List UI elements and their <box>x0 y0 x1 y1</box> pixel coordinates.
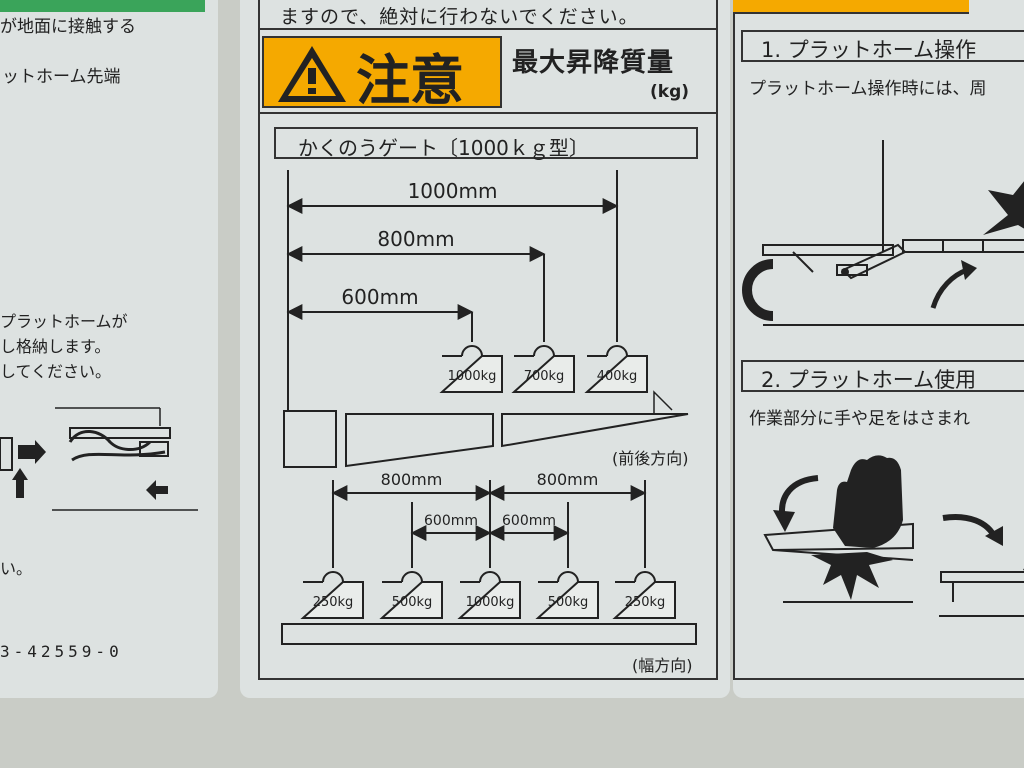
fb-dimension-2-label: 600mm <box>341 285 418 309</box>
fb-platform-block <box>283 410 337 468</box>
w-weight-4-label: 250kg <box>625 595 666 610</box>
fb-weight-2-body <box>584 355 648 393</box>
fb-platform-lip <box>653 390 673 414</box>
w-dimension-0-label: 800mm <box>381 470 443 489</box>
w-weight-0-knob <box>322 571 344 583</box>
w-weight-0-label: 250kg <box>313 595 354 610</box>
left-part-code: 3-42559-0 <box>0 642 123 661</box>
w-weight-3-body <box>535 581 599 619</box>
section2-text: 作業部分に手や足をはさまれ <box>749 409 970 429</box>
platform-operation-illustration <box>742 140 1024 326</box>
fb-dimension-0-label: 1000mm <box>408 179 498 203</box>
top-separator <box>258 28 718 30</box>
unit-label: (kg) <box>650 82 690 102</box>
w-weight-0-body <box>300 581 364 619</box>
width-diagram: 800mm 800mm 600mm 600mm 250kg 500kg 1000kg 500k… <box>281 470 697 645</box>
left-text-3: プラットホームが <box>0 312 128 331</box>
fb-weight-0-label: 1000kg <box>448 369 497 384</box>
right-outer-frame <box>733 0 1024 680</box>
top-warning-text: ますので、絶対に行わないでください。 <box>280 6 639 28</box>
w-weight-3-knob <box>557 571 579 583</box>
width-direction-label: (幅方向) <box>632 656 693 675</box>
left-text-5: してください。 <box>0 362 112 381</box>
w-platform <box>281 623 697 645</box>
w-weight-1-label: 500kg <box>392 595 433 610</box>
w-weight-4-body <box>612 581 676 619</box>
left-text-4: し格納します。 <box>0 337 111 356</box>
warning-triangle-icon <box>278 46 346 102</box>
fb-weight-0-body <box>439 355 503 393</box>
w-dimension-3-label: 600mm <box>502 513 556 529</box>
section2-title-box <box>741 360 1024 392</box>
w-weight-2-body <box>457 581 521 619</box>
section1-text: プラットホーム操作時には、周 <box>749 79 987 99</box>
fb-dimension-1-label: 800mm <box>377 227 454 251</box>
hand-pinch-illustration <box>763 455 1024 617</box>
fb-weight-1-knob <box>533 345 555 357</box>
left-text-2: ットホーム先端 <box>2 67 121 87</box>
fb-weight-2-knob <box>606 345 628 357</box>
front-back-direction-label: (前後方向) <box>612 449 689 468</box>
fb-weight-2-label: 400kg <box>597 369 638 384</box>
section1-title-box <box>741 30 1024 62</box>
center-panel: ますので、絶対に行わないでください。 注意 最大昇降質量 (kg) かくのうゲー… <box>240 0 730 698</box>
front-back-diagram: 1000mm 800mm 600mm 1000kg 700kg 400kg <box>283 170 689 468</box>
w-weight-1-knob <box>401 571 423 583</box>
right-yellow-header <box>733 0 969 14</box>
w-weight-2-label: 1000kg <box>466 595 515 610</box>
w-weight-4-knob <box>634 571 656 583</box>
left-text-1: が地面に接触する <box>0 17 136 37</box>
gate-title-box <box>274 127 698 159</box>
section1-title: 1. プラットホーム操作 <box>761 38 977 62</box>
fb-weight-1-label: 700kg <box>524 369 565 384</box>
caution-label: 注意 <box>356 49 464 112</box>
section2-title: 2. プラットホーム使用 <box>761 368 977 392</box>
w-weight-3-label: 500kg <box>548 595 589 610</box>
max-lift-heading: 最大昇降質量 <box>512 48 675 78</box>
center-outer-frame <box>258 0 718 680</box>
w-weight-2-knob <box>479 571 501 583</box>
w-dimension-2-label: 600mm <box>424 513 478 529</box>
w-weight-1-body <box>379 581 443 619</box>
heading-separator <box>258 112 718 114</box>
fb-weight-0-knob <box>461 345 483 357</box>
fb-weight-1-body <box>511 355 575 393</box>
left-hinge-diagram <box>0 407 198 511</box>
fb-platform-mid <box>345 413 494 468</box>
fb-platform-tip <box>501 413 689 448</box>
right-panel: 1. プラットホーム操作 プラットホーム操作時には、周 2. プラットホーム使用… <box>733 0 1024 698</box>
gate-title: かくのうゲート〔1000ｋｇ型〕 <box>298 136 589 160</box>
left-panel: が地面に接触する ットホーム先端 プラットホームが し格納します。 してください… <box>0 0 218 698</box>
left-text-6: い。 <box>0 559 33 578</box>
w-dimension-1-label: 800mm <box>537 470 599 489</box>
caution-box: 注意 <box>262 36 502 112</box>
green-header-bar <box>0 0 205 12</box>
